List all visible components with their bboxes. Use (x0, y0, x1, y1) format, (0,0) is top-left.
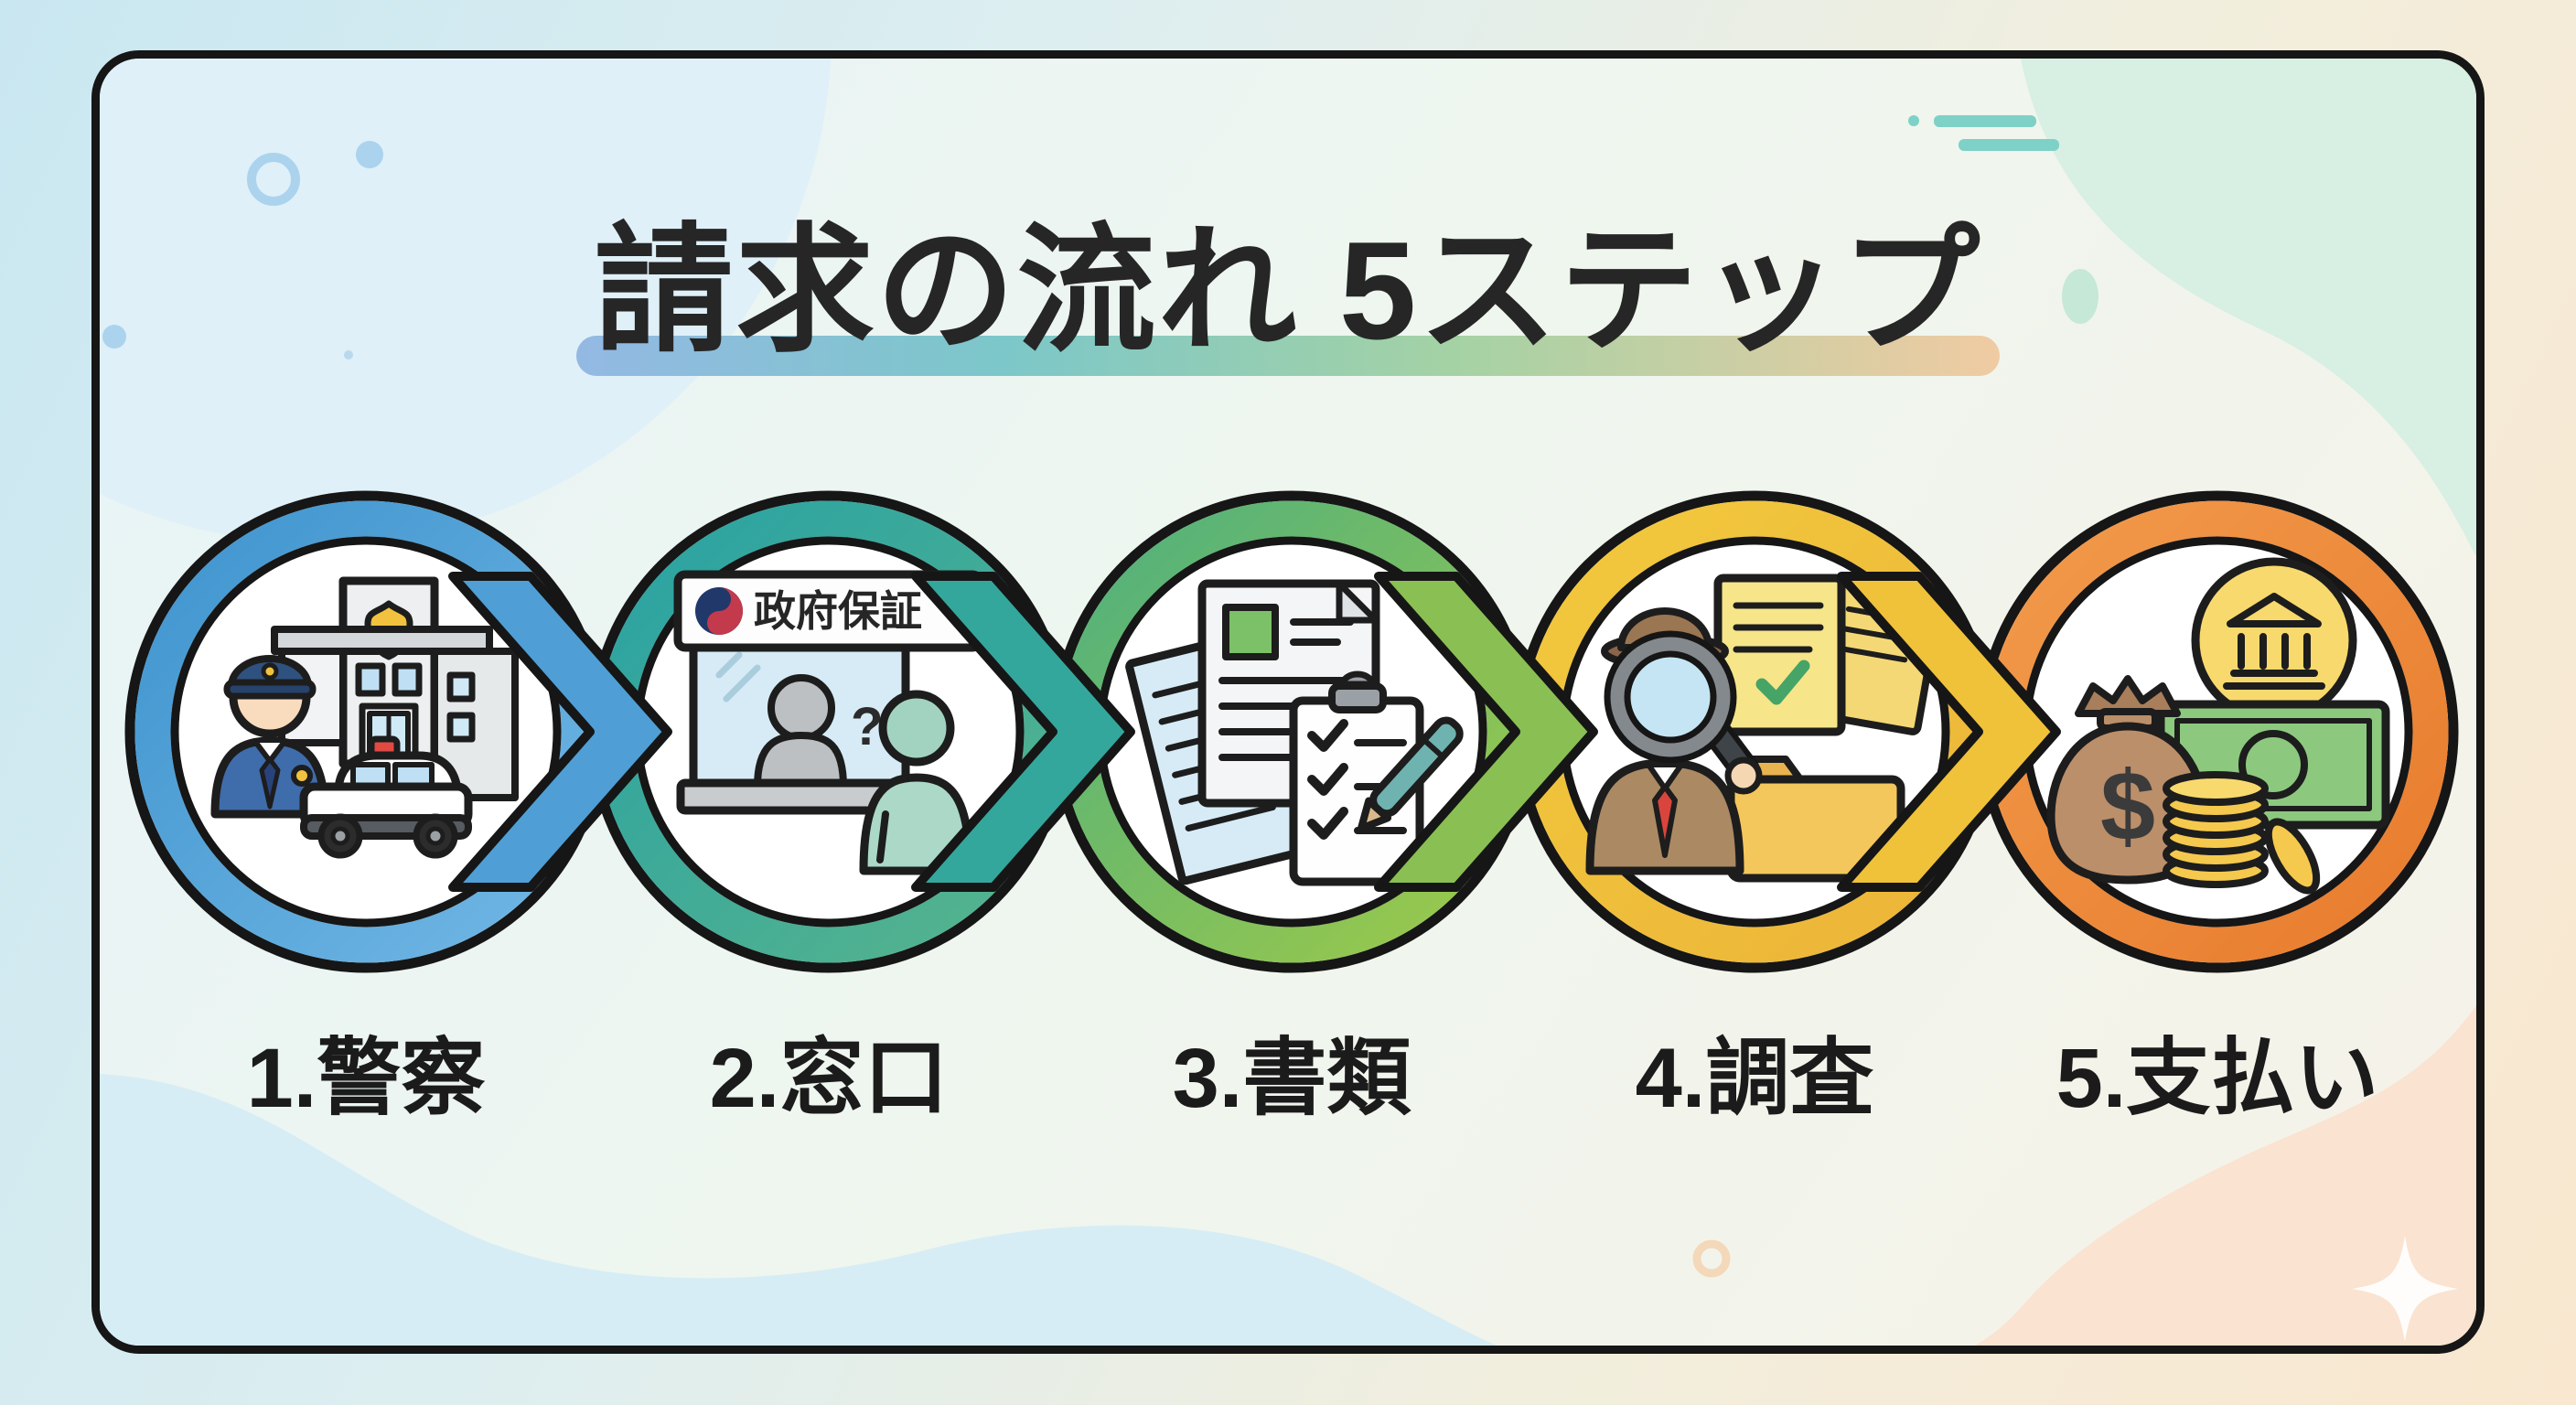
title-accent-bar (576, 336, 2000, 376)
step-label-3: 3.書類 (1172, 1032, 1411, 1125)
step-label-1: 1.警察 (246, 1032, 486, 1125)
documents-icon (1125, 579, 1464, 886)
step-circle-2: 政府保証 ? (587, 490, 1070, 973)
sign-text: 政府保証 (754, 587, 922, 635)
dollar-sign: $ (2100, 750, 2155, 861)
arrow-right-icon (911, 572, 1135, 892)
arrow-right-icon (1837, 572, 2061, 892)
payment-icon: $ (2046, 557, 2390, 895)
steps-flow: 政府保証 ? (124, 490, 2459, 973)
coin-stack-icon (2163, 771, 2321, 895)
background-decorations (100, 59, 2476, 1346)
page-title: 請求の流れ 5ステップ (594, 213, 1982, 369)
step-circle-1 (124, 490, 607, 973)
government-logo-icon (695, 587, 743, 635)
step-label-4: 4.調査 (1635, 1032, 1874, 1125)
sparkle-icon (2352, 1236, 2458, 1342)
blue-dots-decoration (102, 141, 383, 359)
bank-coin-icon (2191, 557, 2357, 724)
pale-circle-decoration (100, 59, 832, 543)
title-area: 請求の流れ 5ステップ (100, 59, 2476, 443)
pen-icon (1357, 716, 1464, 832)
police-station-icon (210, 576, 519, 859)
mint-dot-decoration (2062, 269, 2098, 324)
magnifier-icon (1604, 630, 1763, 795)
service-counter-icon: 政府保証 ? (673, 570, 984, 875)
speed-lines-icon (1908, 115, 2059, 151)
investigation-icon (1585, 574, 1944, 883)
peach-ring-decoration (1692, 1239, 1731, 1278)
step-circle-5: $ (1976, 490, 2459, 973)
arrow-right-icon (448, 572, 672, 892)
bottom-right-peach-decoration (1975, 1005, 2476, 1346)
question-mark: ? (851, 697, 883, 756)
bottom-left-wave-decoration (100, 1074, 1497, 1346)
step-label-2: 2.窓口 (709, 1032, 949, 1125)
arrow-right-icon (1374, 572, 1598, 892)
step-label-5: 5.支払い (2055, 1032, 2379, 1125)
mint-blob-decoration (2021, 59, 2476, 557)
